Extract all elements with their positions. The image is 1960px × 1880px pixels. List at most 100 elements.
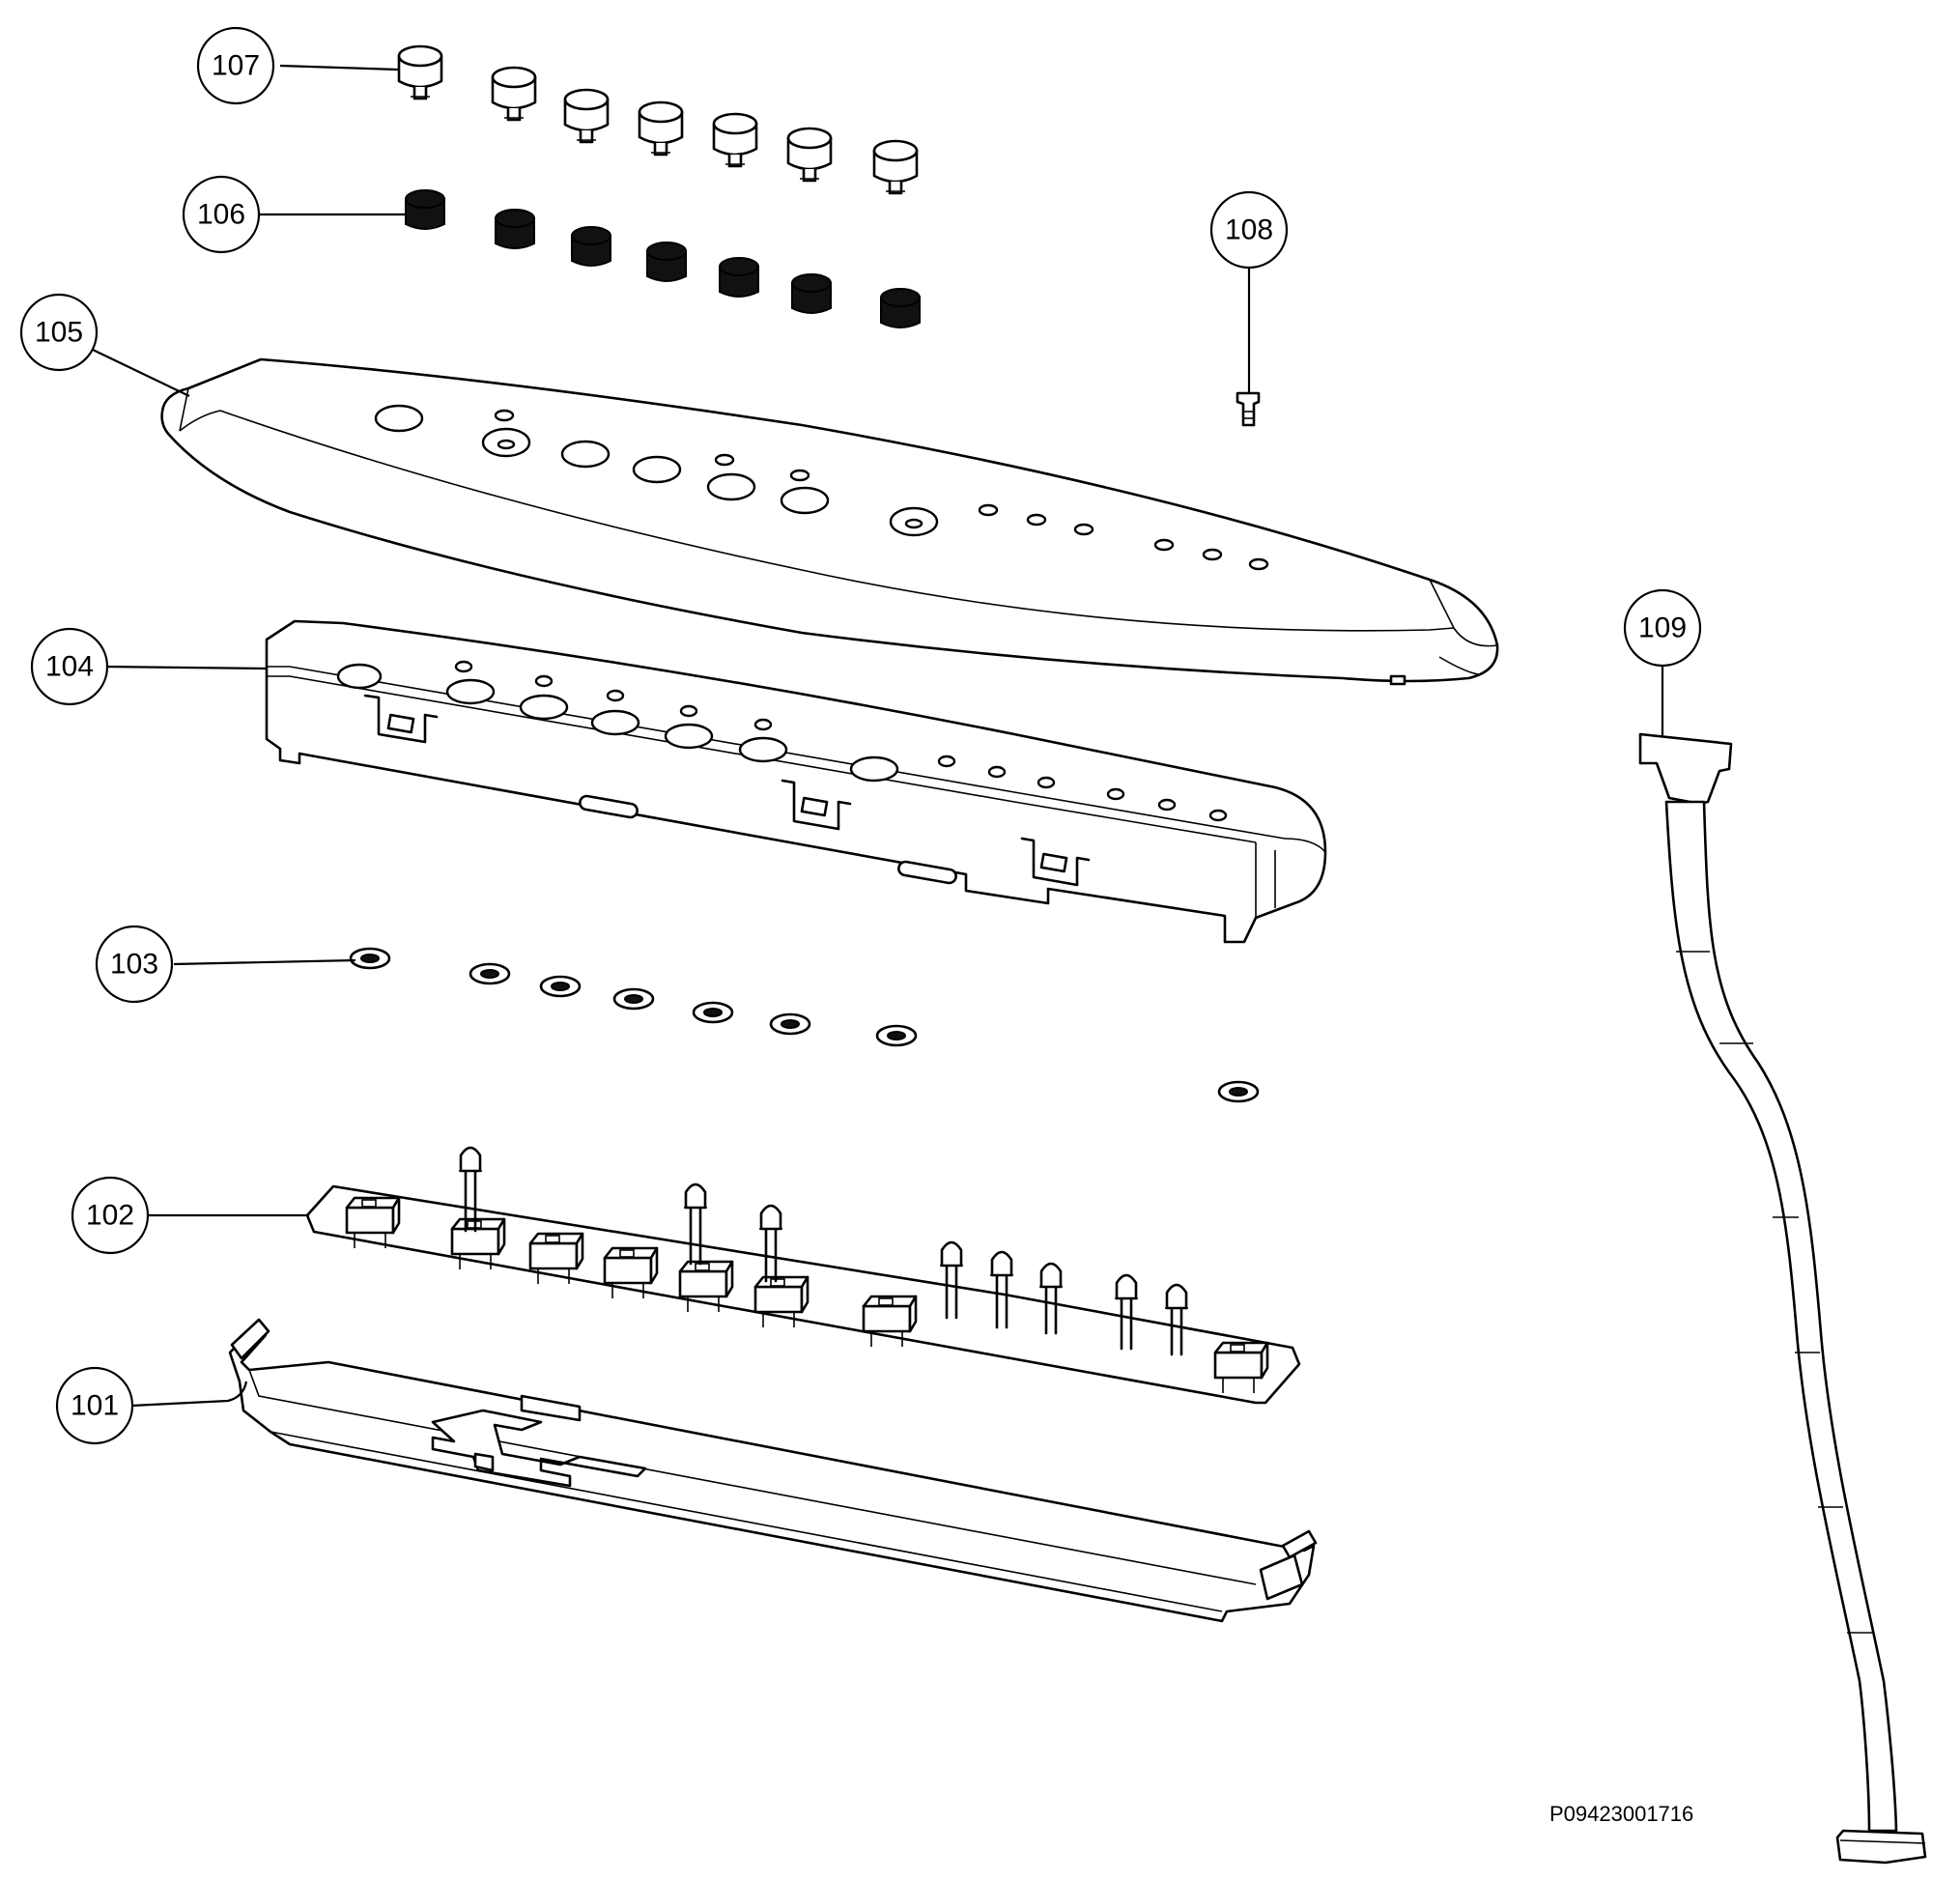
fascia-hole — [494, 409, 515, 422]
callout-102: 102 — [71, 1176, 150, 1255]
fascia-hole — [978, 503, 999, 517]
spacers-106 — [405, 189, 921, 328]
spacer — [880, 288, 921, 328]
pcb-led — [684, 1182, 707, 1266]
fascia-hole — [497, 439, 516, 450]
button-cap — [786, 127, 833, 183]
fascia-hole — [789, 469, 810, 482]
callout-103: 103 — [95, 925, 174, 1004]
pcb-led — [1165, 1283, 1188, 1356]
frame-hole — [445, 678, 496, 705]
frame-hole — [753, 718, 773, 731]
light-guide — [1217, 1080, 1260, 1103]
callout-106-label: 106 — [197, 199, 245, 231]
light-guide — [875, 1024, 918, 1047]
callout-107: 107 — [196, 26, 275, 105]
spacer — [791, 273, 832, 314]
callout-105-label: 105 — [35, 317, 83, 349]
drawing-code: P09423001716 — [1549, 1802, 1693, 1826]
fascia-hole — [1073, 523, 1094, 536]
fascia-hole — [374, 404, 424, 433]
fascia-hole — [632, 455, 682, 484]
spacer — [719, 257, 759, 298]
pcb-switch — [603, 1246, 659, 1298]
screw-108 — [1236, 391, 1261, 427]
spacer — [646, 242, 687, 282]
leader-lines — [92, 64, 1664, 1408]
frame-hole — [664, 723, 714, 750]
fascia-hole — [714, 453, 735, 467]
fascia-holes — [374, 404, 1269, 571]
light-guide — [612, 987, 655, 1011]
pcb-switch — [1213, 1341, 1269, 1393]
control-pcb-102 — [305, 1146, 1301, 1405]
light-guide — [469, 962, 511, 985]
pcb-led — [1039, 1262, 1063, 1335]
spacer — [405, 189, 445, 230]
spacer — [571, 226, 611, 267]
callout-106: 106 — [182, 175, 261, 254]
frame-hole — [454, 660, 473, 673]
control-panel-fascia-105 — [160, 357, 1499, 686]
pcb-led — [940, 1240, 963, 1320]
support-bracket-101 — [228, 1318, 1318, 1623]
frame-hole — [534, 674, 554, 688]
button-caps-107 — [397, 44, 919, 195]
ribbon-cable-109 — [1638, 732, 1927, 1865]
frame-hole — [679, 704, 698, 718]
callout-101-label: 101 — [71, 1390, 119, 1422]
spacer — [495, 209, 535, 249]
frame-hole — [606, 689, 625, 702]
callout-108-label: 108 — [1225, 214, 1273, 246]
callout-103-label: 103 — [110, 949, 158, 981]
callout-108: 108 — [1209, 190, 1289, 270]
fascia-hole — [706, 472, 756, 501]
button-cap — [712, 112, 758, 168]
frame-hole — [1157, 798, 1177, 812]
pcb-switch — [678, 1260, 734, 1312]
button-cap — [397, 44, 443, 100]
frame-hole — [1037, 776, 1056, 789]
frame-hole — [519, 694, 569, 721]
frame-hole — [849, 755, 899, 783]
button-cap — [563, 88, 610, 144]
fascia-hole — [1026, 513, 1047, 527]
light-guide — [349, 947, 391, 970]
callout-109-label: 109 — [1638, 612, 1687, 644]
pcb-led — [990, 1250, 1013, 1329]
fascia-hole — [560, 440, 611, 469]
pcb-switch — [345, 1196, 401, 1248]
pcb-led — [459, 1146, 482, 1233]
button-cap — [491, 66, 537, 122]
light-guide — [692, 1001, 734, 1024]
frame-hole — [1208, 809, 1228, 822]
callout-102-label: 102 — [86, 1200, 134, 1232]
pcb-components — [345, 1146, 1269, 1393]
fascia-hole — [904, 518, 923, 529]
frame-hole — [590, 709, 640, 736]
frame-holes — [336, 660, 1228, 822]
callout-105: 105 — [19, 293, 99, 372]
pcb-switch — [753, 1275, 810, 1327]
pcb-switch — [862, 1295, 918, 1347]
frame-hole — [987, 765, 1007, 779]
light-guide — [769, 1012, 811, 1036]
pcb-led — [759, 1204, 782, 1283]
fascia-hole — [780, 486, 830, 515]
callout-101: 101 — [55, 1366, 134, 1445]
callout-104-label: 104 — [45, 651, 94, 683]
frame-hole — [336, 663, 383, 690]
fascia-hole — [1153, 538, 1175, 552]
light-guide — [539, 975, 582, 998]
fascia-hole — [1248, 557, 1269, 571]
button-cap — [638, 100, 684, 157]
control-frame-104 — [265, 619, 1327, 944]
callout-107-label: 107 — [212, 50, 260, 82]
frame-hole — [937, 755, 956, 768]
pcb-led — [1115, 1273, 1138, 1351]
callout-104: 104 — [30, 627, 109, 706]
light-guides-103 — [349, 947, 1260, 1103]
fascia-hole — [1202, 548, 1223, 561]
button-cap — [872, 139, 919, 195]
